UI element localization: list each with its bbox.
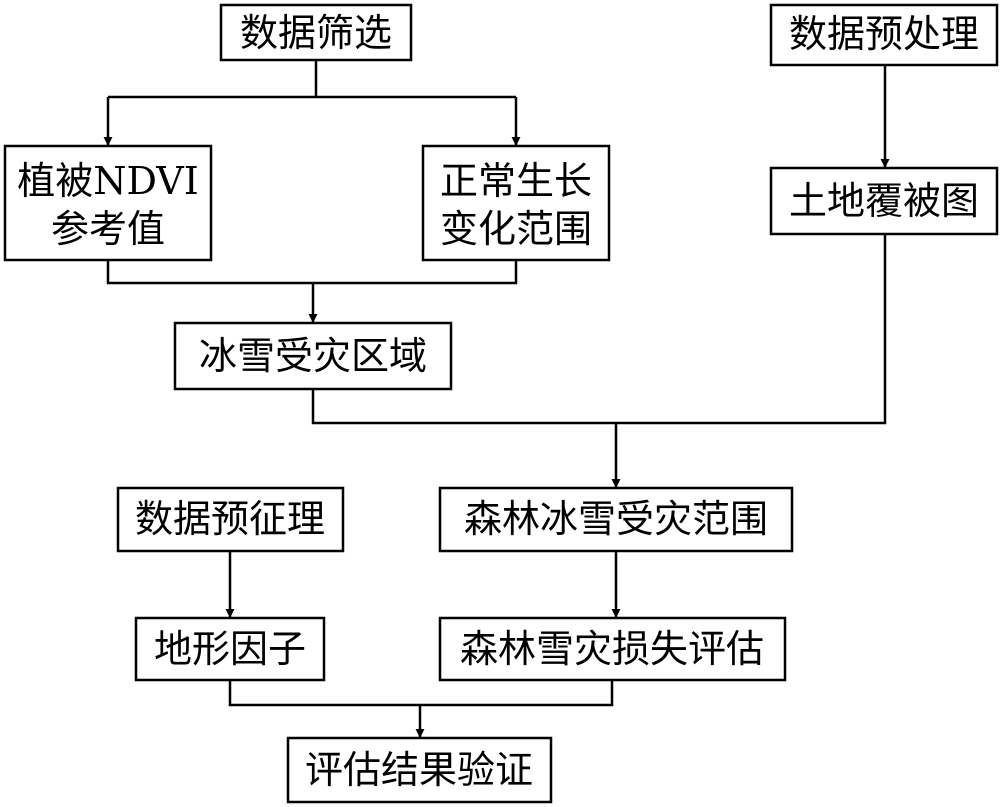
node-terrain-factor-label: 地形因子 — [154, 627, 306, 671]
node-ice-snow-area-label: 冰雪受灾区域 — [199, 334, 427, 378]
edge-merge-to-result-validation — [228, 680, 614, 707]
node-ndvi-reference-line1: 植被NDVI — [17, 159, 199, 203]
edge-merge-to-forest-range — [311, 234, 887, 425]
edge-merge-to-ice-snow-area — [106, 260, 518, 285]
node-forest-loss-assessment-label: 森林雪灾损失评估 — [460, 627, 764, 671]
node-normal-growth-range: 正常生长 变化范围 — [421, 144, 611, 262]
node-forest-ice-snow-range: 森林冰雪受灾范围 — [438, 486, 794, 553]
node-ndvi-reference: 植被NDVI 参考值 — [3, 144, 213, 262]
node-land-cover-map: 土地覆被图 — [769, 166, 999, 236]
node-result-validation-label: 评估结果验证 — [305, 748, 533, 792]
node-normal-growth-range-line2: 变化范围 — [440, 207, 592, 251]
node-data-preprocessing: 数据预处理 — [769, 3, 999, 67]
node-data-screening: 数据筛选 — [219, 3, 413, 62]
node-forest-ice-snow-range-label: 森林冰雪受灾范围 — [464, 497, 768, 541]
node-ice-snow-area: 冰雪受灾区域 — [173, 321, 453, 391]
node-ndvi-reference-line2: 参考值 — [51, 207, 165, 251]
node-data-screening-label: 数据筛选 — [240, 11, 392, 55]
edge-screening-split — [108, 60, 516, 99]
node-land-cover-map-label: 土地覆被图 — [789, 179, 979, 223]
node-forest-loss-assessment: 森林雪灾损失评估 — [438, 616, 787, 682]
node-normal-growth-range-line1: 正常生长 — [440, 159, 592, 203]
node-data-preprocessing-2: 数据预征理 — [116, 486, 345, 553]
node-result-validation: 评估结果验证 — [286, 736, 553, 804]
node-data-preprocessing-label: 数据预处理 — [789, 12, 979, 56]
node-terrain-factor: 地形因子 — [134, 616, 326, 682]
connectors — [103, 60, 890, 738]
node-data-preprocessing-2-label: 数据预征理 — [135, 497, 325, 541]
